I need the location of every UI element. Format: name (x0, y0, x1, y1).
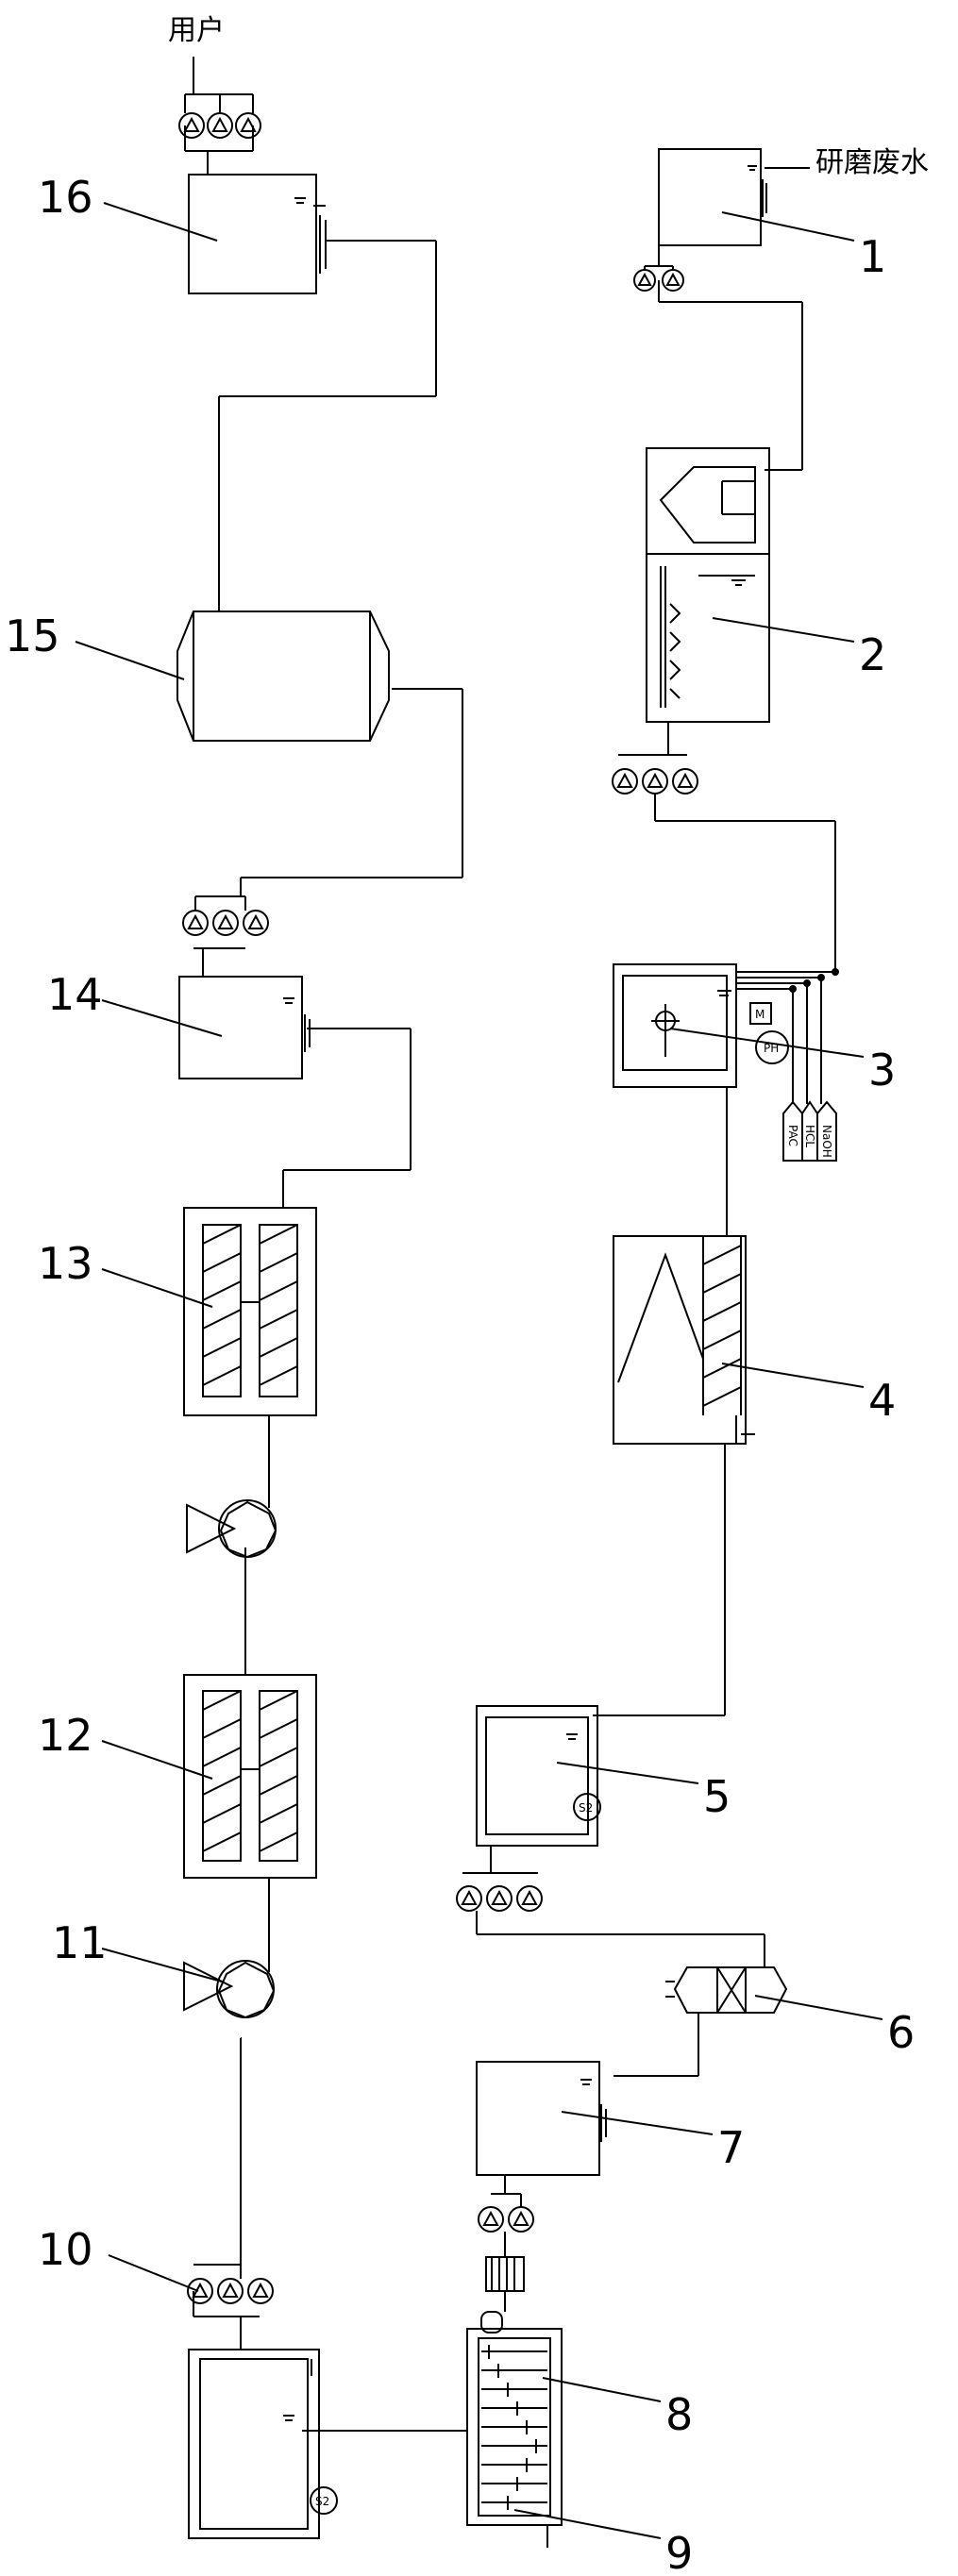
motor-box (749, 1002, 772, 1025)
unit-label-3: 3 (868, 1045, 896, 1096)
unit-1-raw-water-tank (658, 148, 810, 246)
level-sensor (573, 1793, 601, 1821)
unit-11-blower (183, 1878, 276, 2019)
unit-12-exchanger (183, 1674, 317, 1879)
ph-label: PH (764, 1042, 779, 1055)
unit-3-coagulation-tank: M PH (613, 963, 839, 1104)
leader-lines (75, 202, 883, 2539)
dosing-hcl: HCL (803, 1125, 816, 1147)
unit-10-product-tank: S2 (188, 2349, 338, 2539)
ph-meter (755, 1030, 789, 1064)
sensor-label-10: S2 (315, 2495, 329, 2508)
pump-set-16 (178, 57, 261, 175)
pump-set-14 (182, 688, 463, 977)
unit-6-filter (665, 1966, 788, 2014)
motor-label: M (755, 1008, 765, 1021)
blower-13 (186, 1415, 277, 1559)
unit-label-6: 6 (887, 2007, 915, 2058)
unit-label-7: 7 (717, 2122, 745, 2173)
level-sensor-10 (310, 2486, 338, 2515)
unit-numbers: 1 2 3 4 5 6 7 8 9 10 11 12 13 14 15 16 (5, 172, 915, 2576)
unit-label-4: 4 (868, 1375, 896, 1426)
pump-set-2 (612, 722, 836, 972)
unit-label-12: 12 (38, 1710, 93, 1761)
unit-4-inclined-settler (613, 1235, 755, 1445)
unit-label-16: 16 (38, 172, 93, 223)
pump-set-10 (187, 2037, 274, 2350)
unit-label-8: 8 (665, 2389, 693, 2440)
unit-5-intermediate-tank: S2 (476, 1705, 601, 1847)
dosing-tanks: PAC HCL NaOH (782, 1100, 837, 1162)
cartridge-filter (480, 2256, 525, 2333)
unit-14-tank (178, 976, 311, 1079)
unit-7-clean-water-tank (476, 2061, 607, 2176)
unit-label-9: 9 (665, 2528, 693, 2576)
pump-set-1 (633, 245, 803, 471)
sensor-label-5: S2 (579, 1801, 593, 1815)
dosing-naoh: NaOH (820, 1125, 833, 1158)
unit-label-11: 11 (52, 1917, 108, 1968)
unit-label-14: 14 (47, 969, 103, 1020)
pump-set-5 (456, 1846, 765, 1967)
unit-label-2: 2 (859, 629, 886, 680)
unit-2-reaction-tank (646, 447, 770, 723)
unit-label-10: 10 (38, 2224, 93, 2275)
inlet-label: 研磨废水 (815, 146, 929, 179)
unit-label-5: 5 (703, 1771, 731, 1822)
dosing-pac: PAC (786, 1125, 799, 1146)
unit-15-vessel (176, 611, 390, 742)
unit-13-exchanger (183, 1207, 317, 1416)
unit-label-15: 15 (5, 611, 60, 661)
unit-label-1: 1 (859, 231, 886, 282)
unit-16-tank (188, 174, 327, 294)
outlet-label: 用户 (168, 14, 225, 47)
unit-label-13: 13 (38, 1238, 93, 1289)
pump-set-7 (478, 2175, 534, 2257)
unit-8-9-membrane-stack (302, 2328, 563, 2548)
